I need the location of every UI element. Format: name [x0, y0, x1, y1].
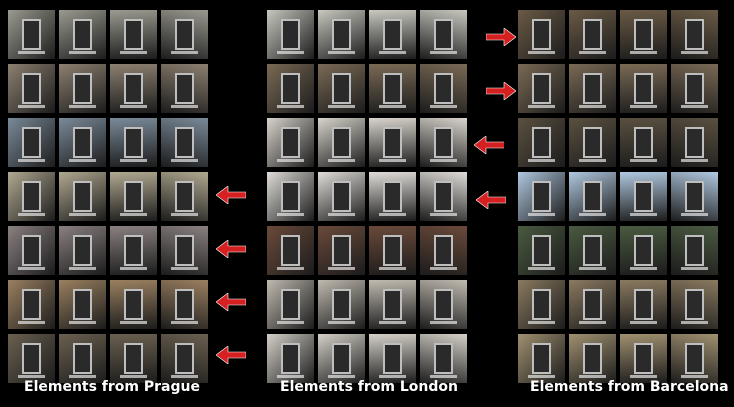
photo-tile: [318, 334, 365, 383]
photo-tile: [620, 226, 667, 275]
photo-tile: [569, 118, 616, 167]
photo-tile: [518, 280, 565, 329]
photo-tile: [369, 226, 416, 275]
photo-tile: [318, 280, 365, 329]
photo-tile: [671, 280, 718, 329]
left-arrow-icon: [216, 240, 246, 258]
photo-tile: [267, 226, 314, 275]
photo-tile: [318, 64, 365, 113]
photo-tile: [420, 280, 467, 329]
left-arrow-icon: [216, 293, 246, 311]
photo-tile: [161, 172, 208, 221]
photo-tile: [620, 10, 667, 59]
photo-tile: [369, 280, 416, 329]
photo-tile: [161, 64, 208, 113]
photo-tile: [420, 10, 467, 59]
photo-tile: [518, 334, 565, 383]
photo-tile: [161, 334, 208, 383]
photo-tile: [620, 118, 667, 167]
photo-tile: [8, 10, 55, 59]
photo-tile: [518, 64, 565, 113]
photo-tile: [267, 10, 314, 59]
photo-tile: [620, 280, 667, 329]
photo-tile: [110, 118, 157, 167]
photo-tile: [59, 226, 106, 275]
photo-tile: [161, 280, 208, 329]
photo-tile: [110, 280, 157, 329]
photo-tile: [671, 172, 718, 221]
photo-tile: [59, 10, 106, 59]
photo-tile: [161, 118, 208, 167]
photo-tile: [267, 118, 314, 167]
photo-tile: [569, 334, 616, 383]
caption-prague: Elements from Prague: [24, 379, 200, 395]
photo-tile: [518, 226, 565, 275]
photo-tile: [420, 64, 467, 113]
photo-tile: [369, 172, 416, 221]
photo-tile: [59, 334, 106, 383]
photo-tile: [671, 334, 718, 383]
photo-tile: [267, 172, 314, 221]
photo-tile: [110, 64, 157, 113]
photo-tile: [59, 64, 106, 113]
photo-tile: [420, 172, 467, 221]
double-arrow-icon: [474, 136, 504, 154]
photo-tile: [8, 226, 55, 275]
photo-tile: [671, 10, 718, 59]
photo-tile: [59, 172, 106, 221]
left-arrow-icon: [216, 186, 246, 204]
photo-tile: [671, 118, 718, 167]
photo-tile: [161, 226, 208, 275]
photo-tile: [518, 172, 565, 221]
photo-tile: [620, 334, 667, 383]
photo-tile: [620, 172, 667, 221]
photo-tile: [369, 64, 416, 113]
photo-tile: [8, 172, 55, 221]
photo-tile: [671, 64, 718, 113]
photo-tile: [161, 10, 208, 59]
photo-tile: [369, 334, 416, 383]
photo-tile: [8, 64, 55, 113]
photo-tile: [369, 10, 416, 59]
photo-tile: [267, 64, 314, 113]
photo-tile: [318, 172, 365, 221]
photo-tile: [518, 118, 565, 167]
photo-tile: [110, 172, 157, 221]
right-arrow-icon: [486, 28, 516, 46]
photo-tile: [420, 226, 467, 275]
photo-tile: [267, 280, 314, 329]
photo-tile: [318, 226, 365, 275]
photo-tile: [8, 280, 55, 329]
photo-tile: [110, 226, 157, 275]
right-arrow-icon: [486, 82, 516, 100]
photo-tile: [569, 172, 616, 221]
photo-tile: [59, 280, 106, 329]
photo-tile: [369, 118, 416, 167]
photo-tile: [569, 226, 616, 275]
photo-tile: [420, 334, 467, 383]
left-arrow-icon: [216, 346, 246, 364]
photo-tile: [8, 334, 55, 383]
photo-tile: [518, 10, 565, 59]
photo-tile: [420, 118, 467, 167]
photo-tile: [569, 10, 616, 59]
photo-tile: [620, 64, 667, 113]
photo-tile: [267, 334, 314, 383]
caption-london: Elements from London: [280, 379, 458, 395]
photo-tile: [8, 118, 55, 167]
photo-tile: [110, 334, 157, 383]
photo-tile: [318, 118, 365, 167]
caption-barcelona: Elements from Barcelona: [530, 379, 729, 395]
photo-tile: [569, 280, 616, 329]
photo-tile: [671, 226, 718, 275]
photo-tile: [569, 64, 616, 113]
left-arrow-icon: [476, 191, 506, 209]
photo-tile: [59, 118, 106, 167]
photo-tile: [110, 10, 157, 59]
photo-tile: [318, 10, 365, 59]
